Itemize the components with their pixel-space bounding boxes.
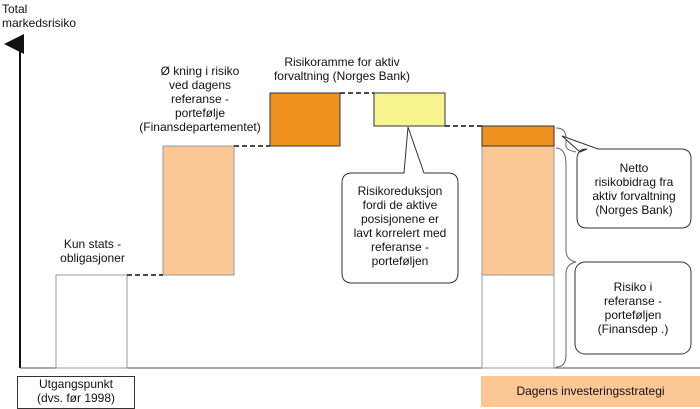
callout-reference-text: Risiko i referanse - porteføljen (Finans… <box>597 280 669 336</box>
label-reference-increase: Ø kning i risiko ved dagens referanse - … <box>139 64 261 134</box>
callout-net-text: Netto risikobidrag fra aktiv forvaltning… <box>592 161 676 217</box>
bar-total-reference <box>481 145 555 276</box>
bar-reference-increase <box>162 145 235 276</box>
bottom-label-strategy: Dagens investeringsstrategi <box>481 376 700 407</box>
bar-total-white <box>481 274 555 369</box>
callout-reduction-text: Risikoreduksjon fordi de aktive posisjon… <box>353 184 447 268</box>
bar-active-risk-frame <box>269 92 341 147</box>
bar-risk-reduction <box>373 92 446 127</box>
bar-government-bonds <box>55 274 128 369</box>
brace-reference <box>555 147 577 368</box>
label-active-risk-frame: Risikoramme for aktiv forvaltning (Norge… <box>273 55 411 83</box>
callout-net-shape <box>561 135 692 229</box>
bar-total-net-active <box>481 125 555 147</box>
label-government-bonds: Kun stats - obligasjoner <box>60 237 125 265</box>
y-axis-label: Total markedsrisiko <box>2 2 77 30</box>
bottom-label-start: Utgangspunkt (dvs. før 1998) <box>17 376 135 409</box>
callout-reference-shape <box>574 261 692 355</box>
brace-net <box>555 127 577 153</box>
callout-reduction-shape <box>341 126 459 284</box>
